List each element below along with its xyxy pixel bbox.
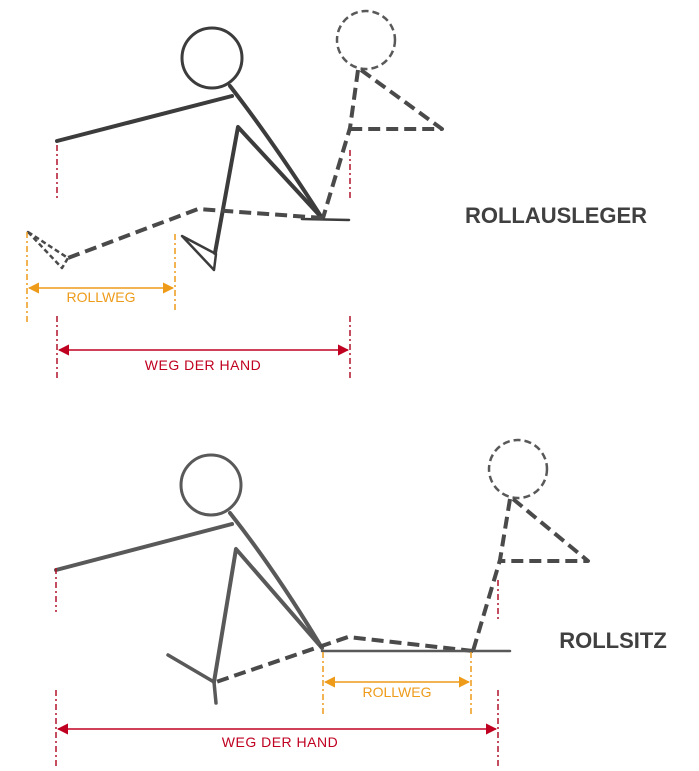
seat-top bbox=[300, 217, 351, 222]
rollweg-label-top: ROLLWEG bbox=[67, 289, 136, 305]
rower-foot-solid-top bbox=[180, 234, 218, 272]
rower-foot-solid-bottom bbox=[166, 653, 218, 705]
rower-head-dashed-top bbox=[335, 9, 397, 71]
rower-leg-solid-bottom bbox=[212, 547, 324, 684]
rower-arm-dashed-bottom bbox=[500, 497, 590, 563]
rower-arm-dashed-top bbox=[350, 68, 444, 131]
rower-arm-solid-top bbox=[55, 94, 234, 143]
rower-torso-dashed-top bbox=[321, 69, 360, 219]
title-rollausleger: ROLLAUSLEGER bbox=[465, 203, 647, 228]
rower-leg-dashed-bottom bbox=[215, 635, 474, 684]
rower-head-solid-top bbox=[180, 26, 244, 90]
rower-solid-top bbox=[55, 26, 351, 272]
hand-label-bottom: WEG DER HAND bbox=[222, 734, 338, 750]
rower-back-solid-top bbox=[228, 84, 324, 220]
hand-label-top: WEG DER HAND bbox=[145, 357, 261, 373]
rower-leg-dashed-top bbox=[67, 207, 324, 260]
rower-head-solid-bottom bbox=[179, 453, 243, 517]
rower-arm-solid-bottom bbox=[54, 522, 234, 572]
rower-head-dashed-bottom bbox=[487, 438, 549, 500]
rower-torso-dashed-bottom bbox=[471, 498, 512, 652]
rower-back-solid-bottom bbox=[228, 511, 324, 650]
rollweg-label-bottom: ROLLWEG bbox=[363, 684, 432, 700]
title-rollsitz: ROLLSITZ bbox=[559, 628, 667, 653]
panel-rollsitz: ROLLWEG WEG DER HAND ROLLSITZ bbox=[54, 438, 667, 768]
panel-rollausleger: ROLLWEG WEG DER HAND ROLLAUSLEGER bbox=[26, 9, 647, 380]
rower-dashed-top bbox=[26, 9, 444, 270]
rower-foot-dashed-top bbox=[26, 230, 70, 270]
rower-dashed-bottom bbox=[215, 438, 590, 684]
rower-solid-bottom bbox=[54, 453, 324, 705]
